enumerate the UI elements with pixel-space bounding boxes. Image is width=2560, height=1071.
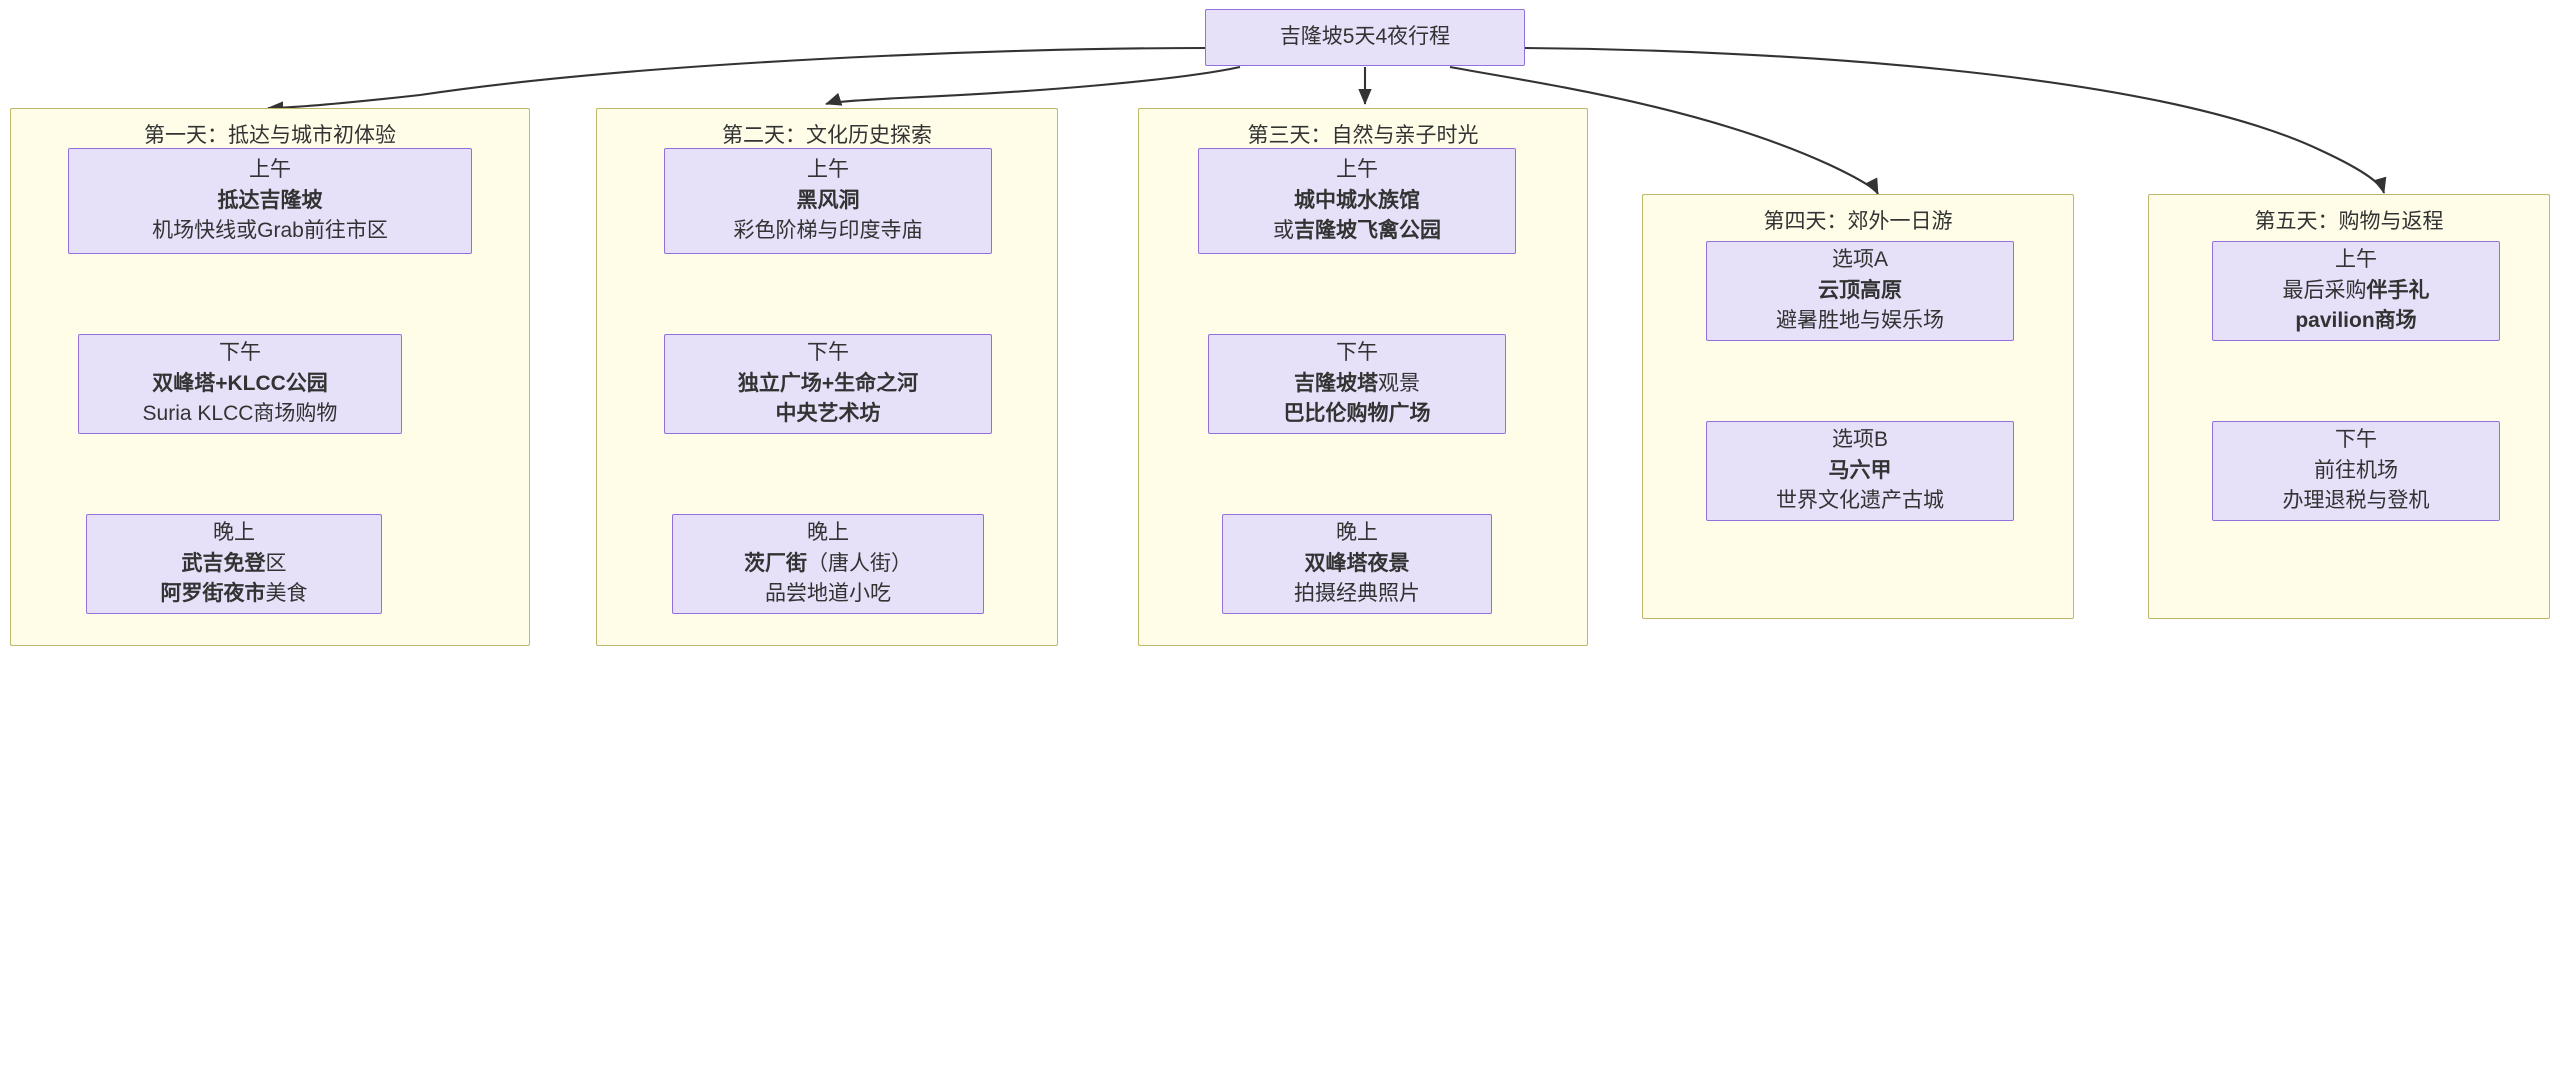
node-d1-evening[interactable]: 晚上 武吉免登区 阿罗街夜市美食 <box>86 514 382 614</box>
node-d5-afternoon[interactable]: 下午 前往机场 办理退税与登机 <box>2212 421 2500 521</box>
node-d3-evening[interactable]: 晚上 双峰塔夜景 拍摄经典照片 <box>1222 514 1492 614</box>
node-line-2: 或吉隆坡飞禽公园 <box>1273 216 1441 247</box>
node-line-2: 中央艺术坊 <box>775 402 881 426</box>
node-line-1-plain: 区 <box>265 551 287 575</box>
node-line-1: 城中城水族馆 <box>1294 188 1420 212</box>
node-line-1-bold: 茨厂街 <box>744 551 807 575</box>
node-d5-morning[interactable]: 上午 最后采购伴手礼 pavilion商场 <box>2212 241 2500 341</box>
node-time: 晚上 <box>213 520 255 544</box>
node-d2-morning[interactable]: 上午 黑风洞 彩色阶梯与印度寺庙 <box>664 148 992 254</box>
node-line-2: 彩色阶梯与印度寺庙 <box>733 219 923 243</box>
node-line-1: 双峰塔夜景 <box>1304 551 1410 575</box>
node-line-2: 办理退税与登机 <box>2282 489 2430 513</box>
edge-root-day2 <box>825 65 1241 106</box>
node-line-1-plain: 最后采购 <box>2282 278 2367 302</box>
cluster-day2-title: 第二天：文化历史探索 <box>722 124 932 147</box>
node-time: 下午 <box>219 340 261 364</box>
cluster-day5-title: 第五天：购物与返程 <box>2254 210 2444 233</box>
node-time: 上午 <box>249 157 291 181</box>
node-line-1: 抵达吉隆坡 <box>217 188 323 212</box>
node-line-1-bold: 吉隆坡塔 <box>1294 371 1378 395</box>
node-line-1-bold: 伴手礼 <box>2366 278 2430 302</box>
node-time: 选项B <box>1831 427 1888 451</box>
node-d2-evening[interactable]: 晚上 茨厂街（唐人街） 品尝地道小吃 <box>672 514 984 614</box>
node-time: 下午 <box>807 340 849 364</box>
node-d2-afternoon[interactable]: 下午 独立广场+生命之河 中央艺术坊 <box>664 334 992 434</box>
node-time: 选项A <box>1831 247 1888 271</box>
cluster-day3-title: 第三天：自然与亲子时光 <box>1247 124 1479 147</box>
node-time: 晚上 <box>1336 520 1378 544</box>
edge-root-day1 <box>267 46 1206 115</box>
node-time: 下午 <box>1336 340 1378 364</box>
node-line-1: 独立广场+生命之河 <box>737 371 919 395</box>
node-line-1: 黑风洞 <box>796 188 860 212</box>
node-d4-option-a[interactable]: 选项A 云顶高原 避暑胜地与娱乐场 <box>1706 241 2014 341</box>
node-line-1-bold: 武吉免登 <box>181 551 266 575</box>
node-line-1: 前往机场 <box>2314 458 2398 482</box>
node-line-2-plain: 或 <box>1273 219 1294 243</box>
node-line-2: 世界文化遗产古城 <box>1776 489 1944 513</box>
node-line-2: 拍摄经典照片 <box>1294 582 1420 606</box>
node-time: 上午 <box>2335 247 2377 271</box>
node-line-1: 云顶高原 <box>1818 278 1902 302</box>
node-line-1-plain: （唐人街） <box>807 551 912 575</box>
node-line-2: 避暑胜地与娱乐场 <box>1776 309 1944 333</box>
node-line-2: 巴比伦购物广场 <box>1283 402 1431 426</box>
node-line-1: 最后采购伴手礼 <box>2283 276 2430 307</box>
node-d1-afternoon[interactable]: 下午 双峰塔+KLCC公园 Suria KLCC商场购物 <box>78 334 402 434</box>
node-line-2-plain: 美食 <box>265 582 308 606</box>
cluster-day1-title: 第一天：抵达与城市初体验 <box>144 124 396 147</box>
node-line-2: Suria KLCC商场购物 <box>142 402 338 426</box>
node-line-2: pavilion商场 <box>2295 309 2417 333</box>
node-d1-morning[interactable]: 上午 抵达吉隆坡 机场快线或Grab前往市区 <box>68 148 472 254</box>
root-node[interactable]: 吉隆坡5天4夜行程 <box>1205 9 1525 66</box>
node-line-2-bold: 阿罗街夜市 <box>160 582 266 606</box>
node-time: 晚上 <box>807 520 849 544</box>
cluster-day4-title: 第四天：郊外一日游 <box>1763 210 1953 233</box>
node-time: 上午 <box>1336 157 1378 181</box>
node-line-1: 茨厂街（唐人街） <box>744 549 912 580</box>
node-line-1: 吉隆坡塔观景 <box>1294 369 1420 400</box>
edge-root-day5 <box>1524 46 2387 194</box>
node-line-2: 阿罗街夜市美食 <box>161 579 308 610</box>
node-time: 上午 <box>807 157 849 181</box>
node-line-1: 武吉免登区 <box>182 549 287 580</box>
node-d3-afternoon[interactable]: 下午 吉隆坡塔观景 巴比伦购物广场 <box>1208 334 1506 434</box>
node-d3-morning[interactable]: 上午 城中城水族馆 或吉隆坡飞禽公园 <box>1198 148 1516 254</box>
root-node-label: 吉隆坡5天4夜行程 <box>1279 25 1451 49</box>
node-line-2: 机场快线或Grab前往市区 <box>152 219 388 243</box>
node-line-2-bold: 吉隆坡飞禽公园 <box>1294 219 1441 243</box>
node-d4-option-b[interactable]: 选项B 马六甲 世界文化遗产古城 <box>1706 421 2014 521</box>
node-time: 下午 <box>2335 427 2377 451</box>
node-line-1-plain: 观景 <box>1378 371 1420 395</box>
node-line-1: 马六甲 <box>1828 458 1892 482</box>
node-line-1: 双峰塔+KLCC公园 <box>152 371 328 395</box>
node-line-2: 品尝地道小吃 <box>765 582 891 606</box>
